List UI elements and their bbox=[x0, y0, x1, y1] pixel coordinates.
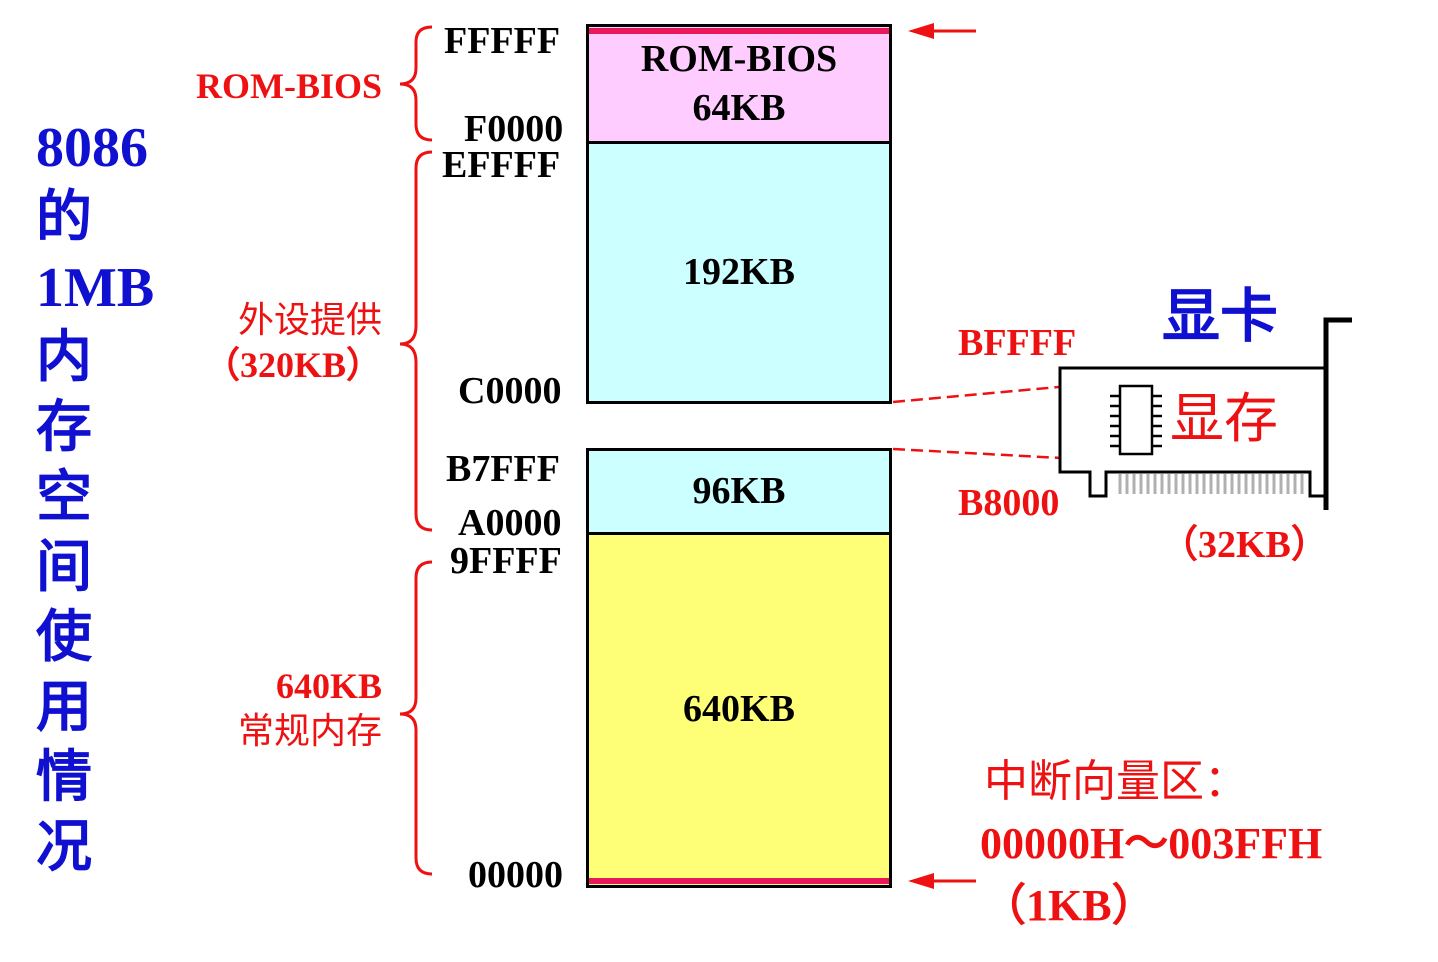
title-char: 1MB bbox=[36, 257, 155, 319]
rom-bios-block: ROM-BIOS 64KB bbox=[586, 24, 892, 144]
top-boundary-marker bbox=[589, 28, 889, 34]
bottom-boundary-marker bbox=[589, 878, 889, 884]
rom-bios-block-size: 64KB bbox=[692, 87, 786, 129]
rom-bios-label: ROM-BIOS bbox=[195, 66, 382, 106]
title-char: 存 bbox=[36, 397, 92, 459]
title-char: 间 bbox=[36, 537, 92, 599]
peripheral-label-line2: （320KB） bbox=[203, 345, 382, 385]
address-fffff: FFFFF bbox=[444, 20, 561, 62]
video-addr-low: B8000 bbox=[958, 482, 1060, 524]
interrupt-vector-range: 00000H～003FFH bbox=[980, 819, 1323, 868]
video-block-size: 96KB bbox=[692, 469, 786, 512]
rom-bios-brace bbox=[399, 25, 433, 142]
upper-block-size: 192KB bbox=[683, 250, 795, 293]
title-char: 的 bbox=[36, 187, 92, 249]
video-memory-size: （32KB） bbox=[1160, 524, 1329, 566]
conventional-label-line2: 常规内存 bbox=[237, 711, 382, 751]
address-9ffff: 9FFFF bbox=[450, 540, 562, 582]
rom-bios-block-name: ROM-BIOS bbox=[640, 37, 838, 80]
conventional-block-size: 640KB bbox=[683, 688, 795, 731]
conventional-memory-label: 640KB 常规内存 bbox=[150, 664, 382, 754]
upper-memory-block: 192KB bbox=[586, 141, 892, 404]
title-char: 空 bbox=[36, 467, 92, 529]
address-f0000: F0000 bbox=[464, 108, 564, 150]
address-a0000: A0000 bbox=[458, 502, 562, 544]
memory-chip-icon bbox=[1110, 384, 1162, 456]
conventional-brace bbox=[399, 560, 433, 876]
video-card-title: 显卡 bbox=[1162, 284, 1279, 349]
top-arrow-icon bbox=[908, 23, 976, 39]
title-char: 情 bbox=[36, 747, 92, 809]
title-char: 用 bbox=[36, 677, 92, 739]
address-c0000: C0000 bbox=[458, 370, 562, 412]
title-char: 8086 bbox=[36, 117, 148, 179]
peripheral-brace bbox=[399, 150, 433, 532]
interrupt-vector-title: 中断向量区： bbox=[984, 757, 1248, 806]
conventional-memory-block: 640KB bbox=[586, 532, 892, 888]
conventional-label-line1: 640KB bbox=[275, 666, 382, 706]
title-char: 使 bbox=[36, 607, 92, 669]
address-effff: EFFFF bbox=[442, 144, 561, 186]
address-00000: 00000 bbox=[468, 854, 563, 896]
bottom-arrow-icon bbox=[908, 873, 976, 889]
video-addr-high: BFFFF bbox=[958, 322, 1077, 364]
peripheral-label-line1: 外设提供 bbox=[237, 300, 382, 340]
video-memory-label: 显存 bbox=[1170, 389, 1278, 449]
title-char: 内 bbox=[36, 327, 92, 389]
address-b7fff: B7FFF bbox=[446, 448, 560, 490]
interrupt-vector-size: （1KB） bbox=[982, 881, 1156, 930]
title-char: 况 bbox=[36, 817, 92, 879]
peripheral-label: 外设提供 （320KB） bbox=[150, 298, 382, 388]
brace-group bbox=[399, 25, 433, 876]
